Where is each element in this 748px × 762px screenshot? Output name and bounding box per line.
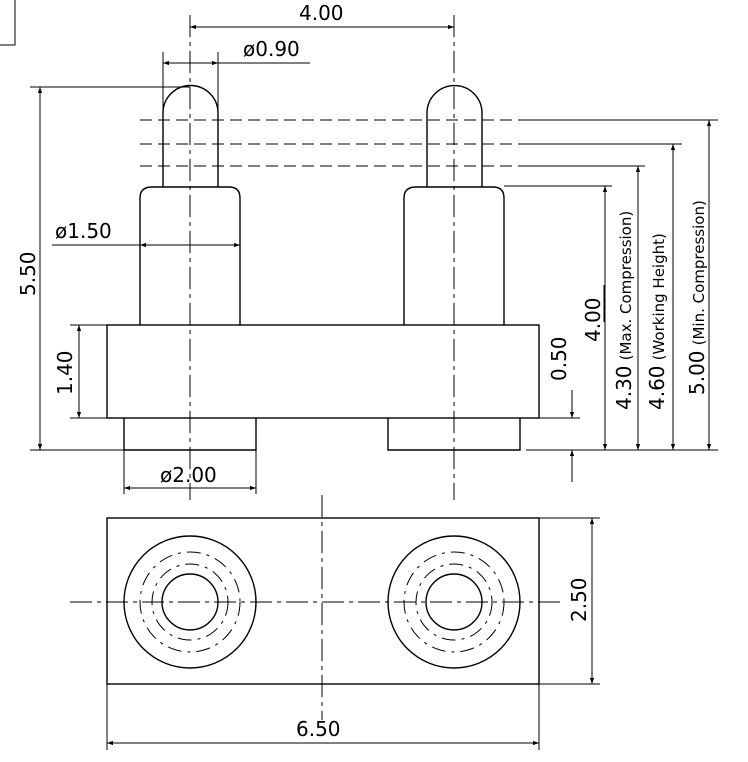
top-view: 2.50 6.50: [70, 495, 600, 750]
right-barrel-circle: [403, 551, 505, 653]
dim-foot-height: 0.50: [547, 336, 571, 381]
dim-pin-spacing: 4.00: [299, 1, 344, 25]
title-block-corner: [0, 0, 16, 46]
side-view: 4.00 ø0.90 ø1.50 5.50 1.40 0.50 4.00 4: [16, 1, 718, 500]
right-tip-circle: [425, 573, 483, 631]
dim-body-height: 1.40: [53, 350, 77, 395]
dim-barrel-height: 4.00: [581, 297, 605, 342]
dim-total-height: 5.50: [16, 251, 40, 296]
left-barrel-circle: [139, 551, 241, 653]
right-pin-tip: [426, 84, 483, 187]
top-view-body: [106, 517, 540, 685]
dim-body-depth: 2.50: [567, 577, 591, 622]
dim-max-compression: 4.30 (Max. Compression): [612, 211, 636, 410]
dim-tip-diameter: ø0.90: [243, 37, 300, 61]
right-base-circle: [387, 535, 521, 669]
dim-barrel-diameter: ø1.50: [55, 219, 112, 243]
dim-body-width: 6.50: [296, 717, 341, 741]
left-tip-circle: [161, 573, 219, 631]
insulator-body: [106, 324, 540, 419]
left-base-circle: [123, 535, 257, 669]
dim-base-diameter: ø2.00: [160, 463, 217, 487]
left-tip-circle-outer: [151, 563, 229, 641]
right-tip-circle-outer: [415, 563, 493, 641]
left-pin-tip: [162, 84, 219, 187]
dim-working-height: 4.60 (Working Height): [645, 233, 669, 410]
dim-min-compression: 5.00 (Min. Compression): [685, 200, 709, 395]
